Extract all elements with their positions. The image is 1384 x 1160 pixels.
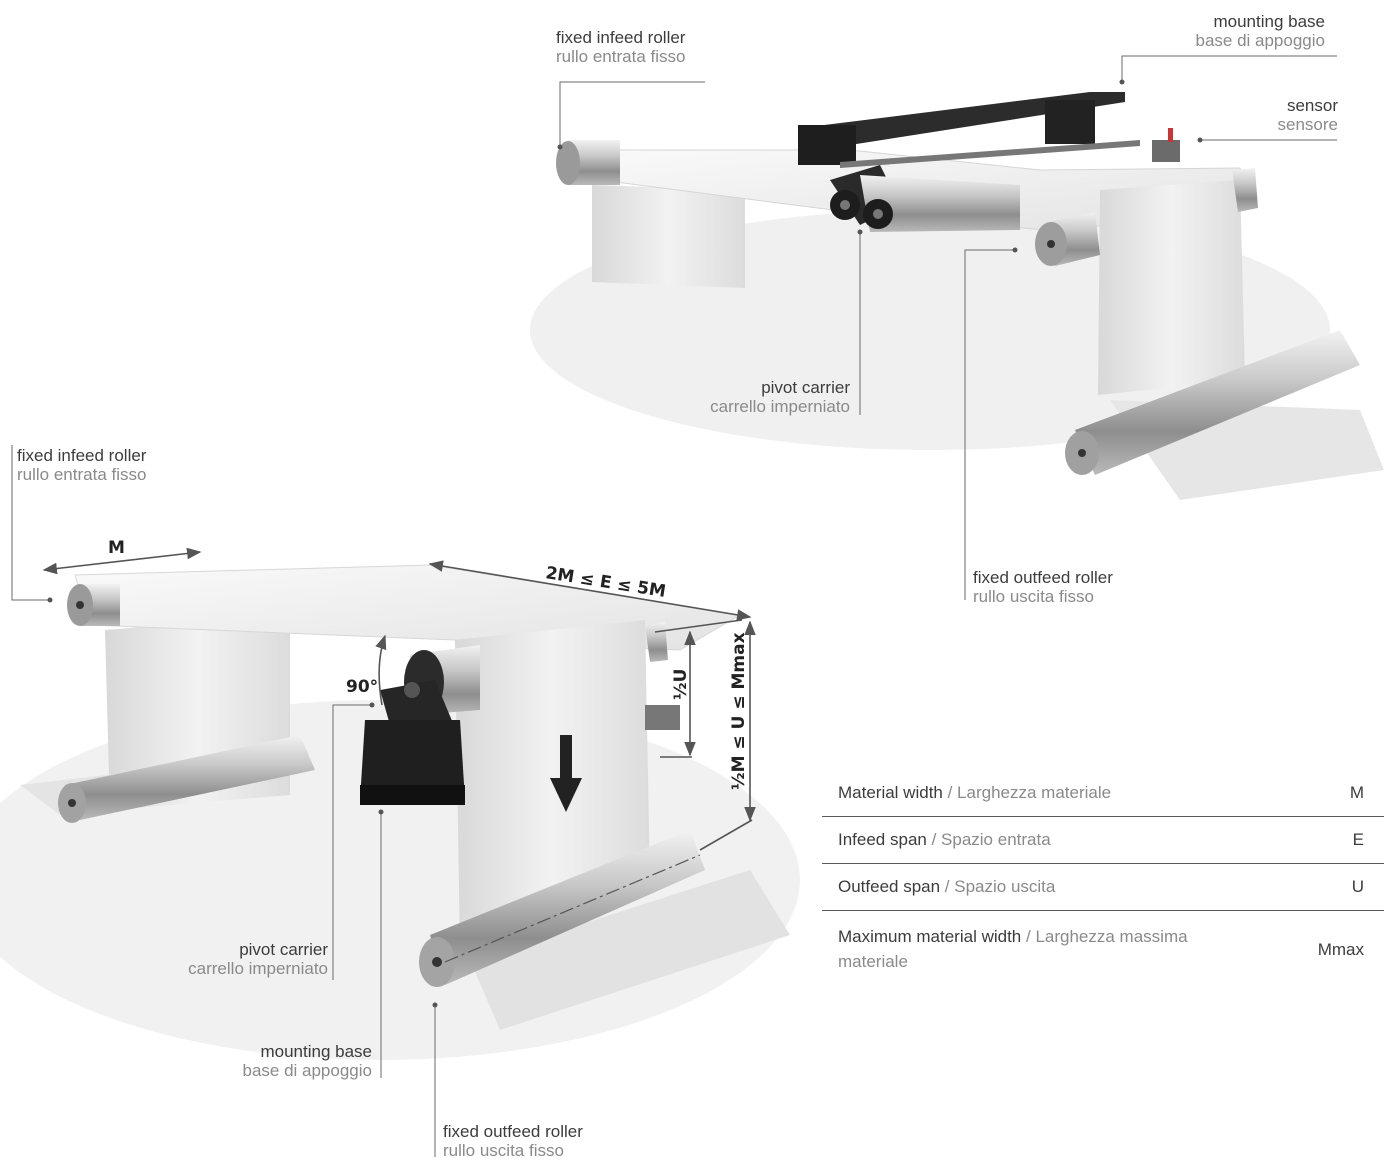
bottom-mounting-base-label: mounting base base di appoggio xyxy=(242,1042,372,1080)
spec-table: Material width / Larghezza materiale M I… xyxy=(822,770,1384,987)
bottom-infeed-roller-label: fixed infeed roller rullo entrata fisso xyxy=(17,446,147,484)
leader-dots xyxy=(47,79,1203,1008)
web-direction-arrow xyxy=(550,735,582,812)
top-infeed-roller-label: fixed infeed roller rullo entrata fisso xyxy=(556,28,686,66)
spec-row: Infeed span / Spazio entrata E xyxy=(822,816,1384,864)
dim-u: ½M ≤ U ≤ Mmax xyxy=(729,632,749,790)
leader-lines xyxy=(11,55,1337,1157)
dim-angle: 90° xyxy=(346,677,378,697)
bottom-assembly xyxy=(0,564,800,1060)
top-infeed-roller xyxy=(556,140,620,185)
bottom-outfeed-roller xyxy=(419,830,705,987)
dim-m: M xyxy=(108,538,125,558)
spec-symbol: M xyxy=(1258,770,1384,817)
dim-half-u: ½U xyxy=(671,669,691,700)
bottom-pivot-carrier-label: pivot carrier carrello imperniato xyxy=(188,940,328,978)
top-pivot-carrier xyxy=(830,165,1020,232)
top-lower-roller xyxy=(1065,330,1360,475)
top-outfeed-roller-label: fixed outfeed roller rullo uscita fisso xyxy=(973,568,1113,606)
spec-row: Maximum material width / Larghezza massi… xyxy=(822,911,1384,988)
top-pivot-carrier-label: pivot carrier carrello imperniato xyxy=(710,378,850,416)
spec-row: Outfeed span / Spazio uscita U xyxy=(822,863,1384,911)
top-assembly xyxy=(530,92,1384,500)
spec-symbol: E xyxy=(1258,816,1384,864)
dimension-lines xyxy=(42,547,756,851)
bottom-infeed-roller xyxy=(67,584,120,626)
bottom-outfeed-roller-label: fixed outfeed roller rullo uscita fisso xyxy=(443,1122,583,1160)
top-mounting-base-label: mounting base base di appoggio xyxy=(1195,12,1325,50)
spec-symbol: U xyxy=(1258,863,1384,911)
top-sensor xyxy=(1152,128,1180,162)
bottom-mounting-base xyxy=(360,720,465,805)
top-mounting-base xyxy=(798,92,1140,168)
spec-row: Material width / Larghezza materiale M xyxy=(822,770,1384,817)
bottom-lower-left-roller xyxy=(58,735,315,823)
top-outfeed-roller xyxy=(1035,168,1258,266)
spec-symbol: Mmax xyxy=(1317,939,1364,959)
top-sensor-label: sensor sensore xyxy=(1277,96,1338,134)
